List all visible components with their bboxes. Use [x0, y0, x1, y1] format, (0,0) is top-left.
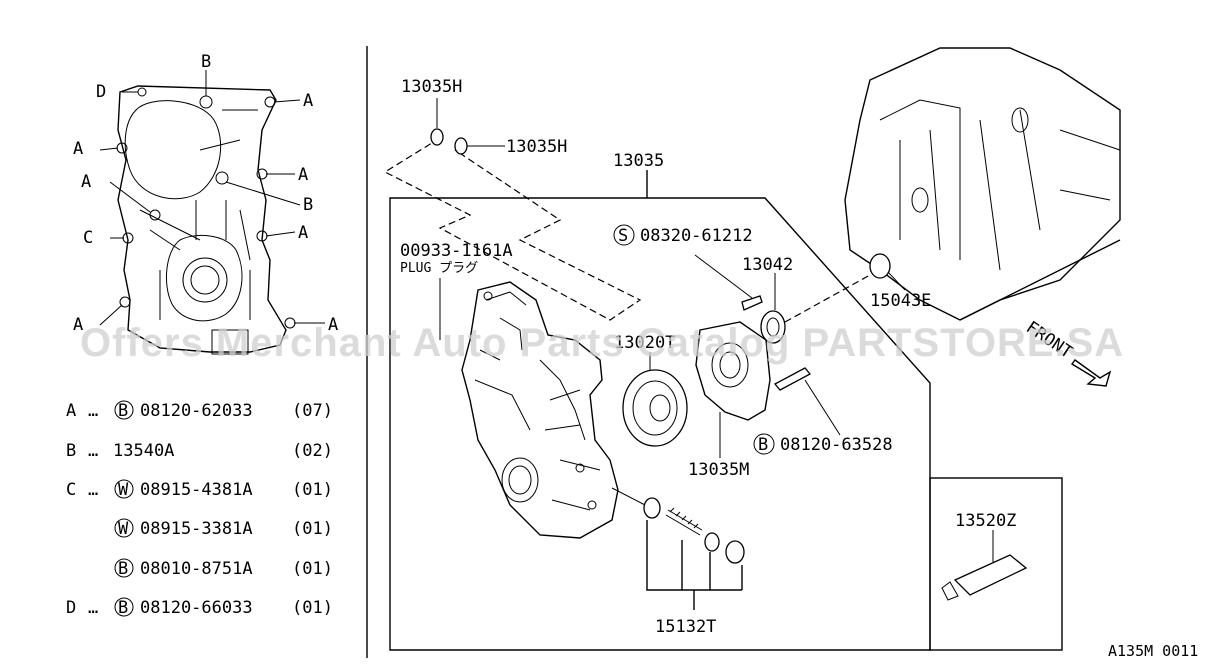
legend-badge-6: B: [118, 598, 128, 618]
oil-seal: [760, 310, 786, 344]
legend-dots-6: …: [88, 598, 98, 618]
legend-qty-5: (01): [292, 559, 333, 579]
callout-13042: 13042: [742, 255, 793, 275]
oil-pump-housing: [695, 321, 771, 421]
legend-badge-circle-3: [114, 479, 134, 499]
leader-08320: [694, 254, 753, 299]
legend-dots-2: …: [88, 441, 98, 461]
legend-qty-1: (07): [292, 401, 333, 421]
oil-pump-rotor: [622, 369, 688, 447]
inset-marker-a-3: A: [298, 165, 308, 185]
callout-13035m: 13035M: [688, 460, 749, 480]
legend-qty-4: (01): [292, 519, 333, 539]
callout-13520z: 13520Z: [955, 511, 1016, 531]
callout-15043e: 15043E: [870, 291, 931, 311]
dashed-path-orings: [383, 137, 642, 321]
legend-part-5: 08010-8751A: [140, 559, 253, 579]
inset-marker-b-right: B: [303, 195, 313, 215]
inset-marker-a-1: A: [303, 91, 313, 111]
legend-badge-1: B: [118, 401, 128, 421]
legend-badge-circle-1: [114, 400, 134, 420]
callout-plug: PLUG プラグ: [400, 261, 478, 276]
callout-08120-63528: 08120-63528: [780, 435, 893, 455]
o-ring-right: [454, 137, 468, 155]
legend-letter-2: B: [66, 441, 76, 461]
badge-s-circle: [613, 224, 635, 246]
badge-s: S: [618, 226, 628, 246]
badge-b: B: [758, 435, 768, 455]
legend-badge-circle-5: [114, 558, 134, 578]
legend-part-3: 08915-4381A: [140, 480, 253, 500]
figure-code: A135M 0011: [1108, 642, 1198, 660]
legend-qty-3: (01): [292, 480, 333, 500]
dowel: [869, 253, 891, 279]
legend-badge-circle-4: [114, 518, 134, 538]
timing-cover: [461, 281, 619, 539]
callout-00933: 00933-1161A: [400, 241, 513, 261]
inset-marker-b-top: B: [201, 52, 211, 72]
legend-qty-6: (01): [292, 598, 333, 618]
legend-letter-6: D: [66, 598, 76, 618]
legend-letter-1: A: [66, 401, 76, 421]
inset-marker-a-2: A: [73, 139, 83, 159]
oil-seal-inner: [766, 317, 780, 337]
o-ring-left: [430, 128, 444, 146]
legend-dots-3: …: [88, 480, 98, 500]
engine-edge: [959, 239, 1121, 321]
inset-marker-a-4: A: [81, 172, 91, 192]
callout-13035: 13035: [613, 151, 664, 171]
front-arrow: [1070, 359, 1112, 387]
legend-dots-1: …: [88, 401, 98, 421]
callout-13035h-top: 13035H: [401, 77, 462, 97]
screw: [741, 295, 763, 311]
inset-marker-a-6: A: [73, 315, 83, 335]
callout-15132t: 15132T: [655, 617, 716, 637]
legend-part-6: 08120-66033: [140, 598, 253, 618]
inset-marker-c: C: [83, 228, 93, 248]
leader-08120-63528: [804, 379, 841, 436]
legend-part-1: 08120-62033: [140, 401, 253, 421]
inset-marker-a-5: A: [298, 223, 308, 243]
legend-badge-5: B: [118, 559, 128, 579]
engine-block: [844, 47, 1121, 321]
relief-valve-parts: [643, 497, 745, 564]
bolt: [773, 367, 812, 391]
legend-badge-circle-6: [114, 597, 134, 617]
legend-badge-3: W: [118, 480, 129, 500]
sealant-box: [929, 477, 1063, 651]
inset-cover-drawing: [99, 70, 325, 355]
legend-part-4: 08915-3381A: [140, 519, 253, 539]
callout-08320: 08320-61212: [640, 226, 753, 246]
callout-13035h-right: 13035H: [506, 137, 567, 157]
inset-marker-d: D: [96, 82, 106, 102]
dashed-to-engine: [784, 274, 871, 323]
callout-13020t: 13020T: [614, 333, 675, 353]
badge-b-circle: [753, 433, 775, 455]
dashed-relief: [611, 487, 646, 506]
watermark: Offers Merchant Auto Parts Catalog PARTS…: [80, 321, 1124, 365]
bracket-15132t: [646, 520, 743, 610]
legend-badge-4: W: [118, 519, 129, 539]
legend-letter-3: C: [66, 480, 76, 500]
inset-marker-a-7: A: [328, 315, 338, 335]
legend-qty-2: (02): [292, 441, 333, 461]
legend-part-2: 13540A: [113, 441, 174, 461]
leader-15043e: [887, 271, 906, 291]
legend: A … B 08120-62033 (07) B … 13540A (02) C…: [66, 400, 333, 618]
sealant-tube: [941, 554, 1028, 601]
